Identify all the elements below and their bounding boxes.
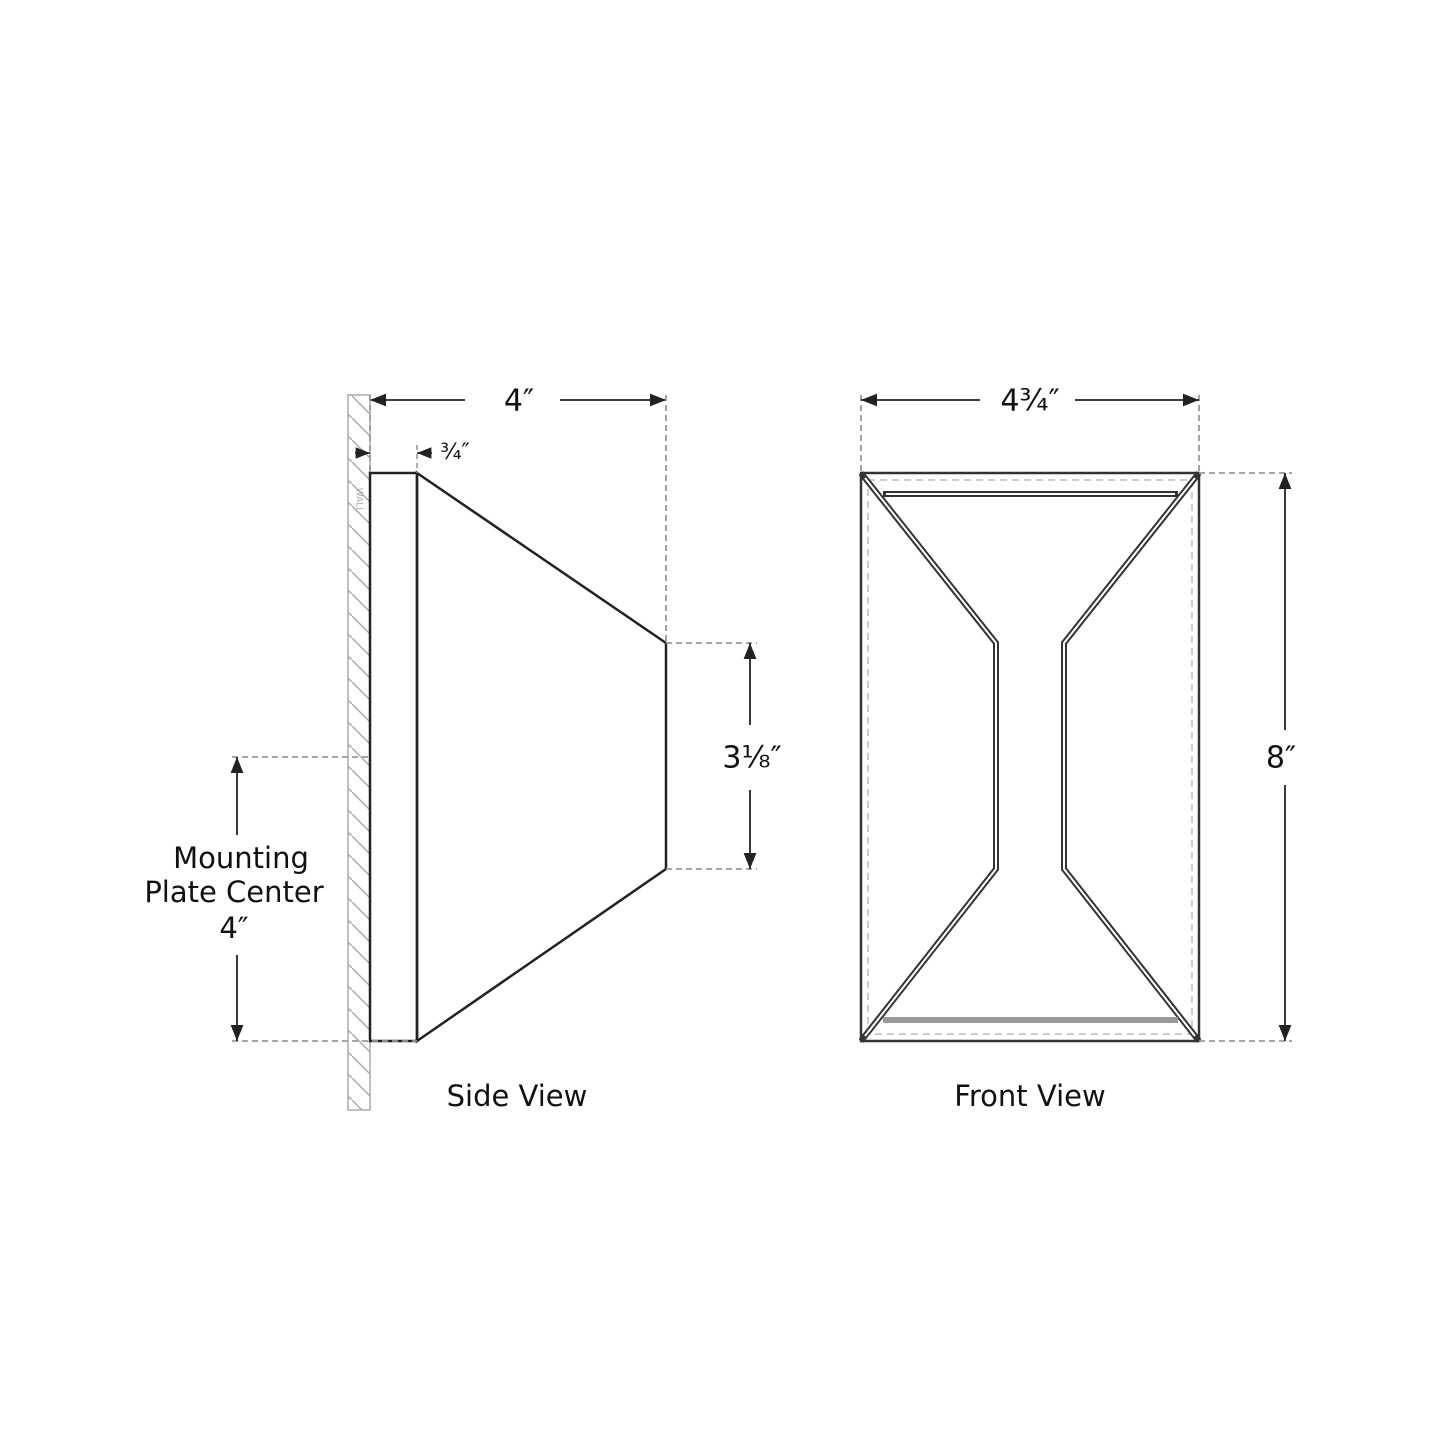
side-view-drawing <box>368 470 668 1044</box>
backplate <box>368 471 419 1043</box>
front-height-label: 3⅛″ <box>722 741 781 776</box>
mounting-label-2: Plate Center <box>144 875 323 909</box>
mounting-dimension <box>230 756 417 1042</box>
height-dimension <box>1199 472 1292 1042</box>
backplate-dimension <box>355 445 432 473</box>
height-label: 8″ <box>1266 741 1296 776</box>
width-label: 4¾″ <box>1000 384 1059 419</box>
mounting-label-1: Mounting <box>173 841 309 875</box>
backplate-depth-label: ¾″ <box>440 440 470 465</box>
wall-label: WALL <box>354 488 364 513</box>
depth-label: 4″ <box>504 384 534 419</box>
width-dimension <box>860 393 1200 473</box>
front-view-drawing <box>858 471 1202 1043</box>
shade-profile <box>415 470 668 1044</box>
side-view-title: Side View <box>447 1079 588 1113</box>
depth-dimension <box>369 393 667 643</box>
front-height-dimension <box>666 642 757 870</box>
front-view-title: Front View <box>954 1079 1105 1113</box>
wall: WALL <box>347 394 371 1111</box>
mounting-value: 4″ <box>219 911 248 945</box>
